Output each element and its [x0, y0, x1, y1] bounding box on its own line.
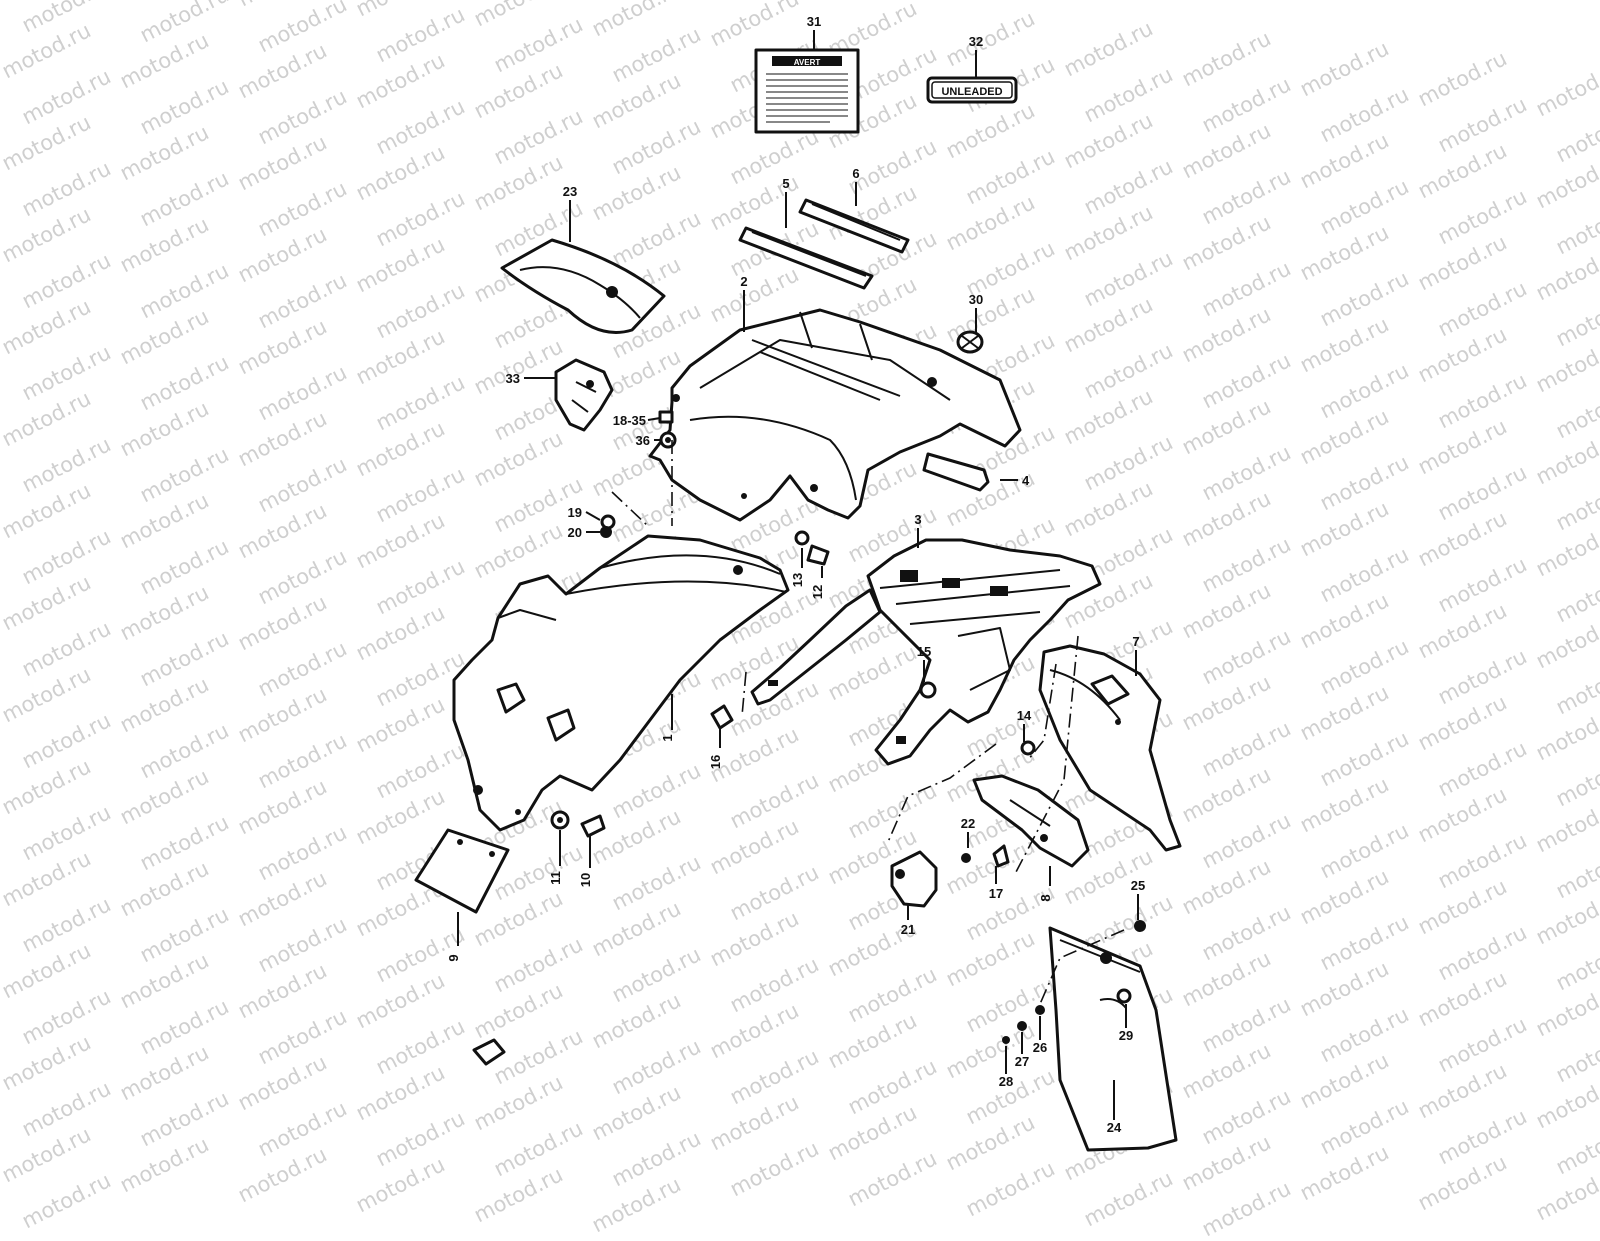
callout-27: 27	[1015, 1054, 1029, 1069]
callout-19: 19	[568, 505, 582, 520]
callout-1: 1	[660, 734, 675, 741]
callout-6-top: 6	[852, 166, 859, 181]
part-30-cap-nut	[956, 330, 984, 354]
callout-31: 31	[807, 14, 821, 29]
callout-5: 5	[782, 176, 789, 191]
callout-33: 33	[506, 371, 520, 386]
callout-14: 14	[1017, 708, 1032, 723]
callout-7: 7	[1132, 634, 1139, 649]
part-31-warning-label: AVERT	[754, 48, 860, 134]
part-4-strip	[922, 452, 990, 492]
part-21-clamp	[890, 850, 938, 908]
hardware-small	[472, 514, 1146, 1066]
part-5-strip	[738, 226, 874, 290]
callout-9: 9	[446, 954, 461, 961]
callout-21: 21	[901, 922, 915, 937]
part-33-bracket	[554, 358, 614, 432]
part-23-tool-bag	[500, 238, 666, 334]
callout-23: 23	[563, 184, 577, 199]
part-6-strip	[798, 198, 910, 254]
callout-8: 8	[1038, 894, 1053, 901]
callout-32: 32	[969, 34, 983, 49]
callout-22: 22	[961, 816, 975, 831]
part-2-tail-cowl	[648, 308, 1022, 522]
callout-24: 24	[1107, 1120, 1122, 1135]
part-1-rear-fender	[452, 534, 790, 832]
fastener-18-35	[658, 410, 674, 424]
callout-12: 12	[810, 585, 825, 599]
assembly-lines	[611, 440, 1125, 1005]
part-8-bracket	[972, 774, 1090, 868]
callout-18-35: 18-35	[613, 413, 646, 428]
part-7-mudguard-flap	[1038, 644, 1182, 852]
exploded-parts-diagram: AVERT UNLEADED	[414, 14, 1182, 1152]
warning-label-title: AVERT	[794, 58, 821, 67]
callout-28: 28	[999, 1074, 1013, 1089]
callouts: 31 32 5 6 23 2 30 33 18-35 36 4 19 20 3 …	[446, 14, 1145, 1135]
callout-36: 36	[636, 433, 650, 448]
part-3-rear-carrier	[750, 538, 1102, 766]
fastener-36	[659, 431, 677, 449]
callout-20: 20	[568, 525, 582, 540]
part-9-plate	[414, 828, 510, 914]
callout-10: 10	[578, 873, 593, 887]
callout-25: 25	[1131, 878, 1145, 893]
callout-26: 26	[1033, 1040, 1047, 1055]
callout-17: 17	[989, 886, 1003, 901]
callout-30: 30	[969, 292, 983, 307]
callout-11: 11	[548, 871, 563, 885]
callout-3: 3	[914, 512, 921, 527]
part-24-license-holder	[1048, 926, 1178, 1152]
callout-29: 29	[1119, 1028, 1133, 1043]
unleaded-text: UNLEADED	[941, 86, 1002, 98]
callout-15: 15	[917, 644, 931, 659]
callout-13: 13	[790, 573, 805, 587]
callout-16: 16	[708, 755, 723, 769]
part-32-unleaded-label: UNLEADED	[926, 76, 1018, 104]
callout-2: 2	[740, 274, 747, 289]
leader-lines	[457, 30, 1139, 1120]
callout-4: 4	[1022, 473, 1030, 488]
